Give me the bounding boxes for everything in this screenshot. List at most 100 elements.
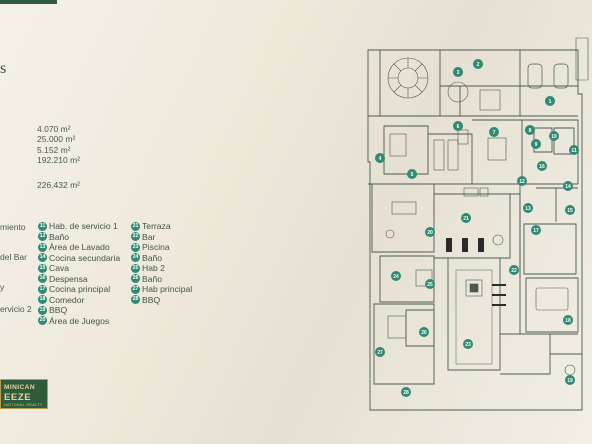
svg-text:16: 16 bbox=[539, 164, 545, 170]
floor-plan: 1 2 3 4 5 6 7 8 9 10 11 12 13 14 15 16 1… bbox=[367, 37, 589, 411]
svg-text:17: 17 bbox=[533, 228, 539, 234]
legend-label: Hab principal bbox=[142, 284, 193, 295]
plan-marker: 6 bbox=[453, 121, 463, 131]
svg-text:9: 9 bbox=[535, 142, 538, 148]
svg-text:18: 18 bbox=[565, 318, 571, 324]
svg-text:5: 5 bbox=[411, 172, 414, 178]
number-badge: 22 bbox=[131, 232, 140, 242]
number-badge: 14 bbox=[38, 253, 47, 263]
svg-text:11: 11 bbox=[571, 148, 577, 154]
logo-line-3: NATIONAL REALTY bbox=[4, 403, 43, 407]
legend-cut-label: ervicio 2 bbox=[0, 304, 32, 314]
number-badge: 28 bbox=[131, 295, 140, 305]
legend-label: Área de Lavado bbox=[49, 242, 110, 253]
legend-label: Comedor bbox=[49, 294, 85, 305]
plan-marker: 25 bbox=[425, 279, 435, 289]
svg-text:27: 27 bbox=[377, 350, 383, 356]
svg-text:21: 21 bbox=[463, 216, 469, 222]
area-total: 226.432 m² bbox=[37, 179, 80, 190]
legend-label: BBQ bbox=[142, 294, 161, 305]
plan-marker: 2 bbox=[473, 59, 483, 69]
plan-marker: 7 bbox=[489, 127, 499, 137]
legend-label: Baño bbox=[142, 252, 163, 263]
number-badge: 16 bbox=[38, 274, 47, 284]
legend-label: BBQ bbox=[49, 305, 68, 316]
number-badge: 26 bbox=[131, 274, 140, 284]
plan-marker: 9 bbox=[531, 139, 541, 149]
plan-marker: 22 bbox=[509, 265, 519, 275]
svg-text:24: 24 bbox=[393, 274, 399, 280]
svg-text:3: 3 bbox=[457, 70, 460, 76]
legend-label: Hab. de servicio 1 bbox=[49, 221, 118, 232]
area-value: 192.210 m² bbox=[37, 155, 80, 166]
legend-label: Baño bbox=[49, 231, 70, 242]
svg-text:2: 2 bbox=[477, 62, 480, 68]
svg-text:25: 25 bbox=[427, 282, 433, 288]
svg-text:20: 20 bbox=[427, 230, 433, 236]
svg-text:23: 23 bbox=[465, 342, 471, 348]
section-heading-partial: s bbox=[0, 60, 7, 77]
plan-marker: 14 bbox=[563, 181, 573, 191]
number-badge: 20 bbox=[38, 316, 47, 326]
number-badge: 25 bbox=[131, 263, 140, 273]
brand-bar bbox=[0, 0, 57, 4]
plan-marker: 3 bbox=[453, 67, 463, 77]
svg-text:26: 26 bbox=[421, 330, 427, 336]
number-badge: 21 bbox=[131, 221, 140, 231]
plan-marker: 1 bbox=[545, 96, 555, 106]
number-badge: 11 bbox=[38, 221, 47, 231]
plan-marker: 18 bbox=[563, 315, 573, 325]
plan-marker: 16 bbox=[537, 161, 547, 171]
plan-marker: 19 bbox=[565, 375, 575, 385]
number-badge: 24 bbox=[131, 253, 140, 263]
svg-text:1: 1 bbox=[549, 99, 552, 105]
number-badge: 13 bbox=[38, 242, 47, 252]
brand-logo: MINICAN EEZE NATIONAL REALTY bbox=[0, 379, 48, 409]
plan-marker: 26 bbox=[419, 327, 429, 337]
number-badge: 12 bbox=[38, 232, 47, 242]
legend-label: Cava bbox=[49, 263, 70, 274]
legend-label: Piscina bbox=[142, 242, 170, 253]
logo-line-2: EEZE bbox=[4, 392, 32, 403]
svg-text:12: 12 bbox=[519, 179, 525, 185]
legend-label: Hab 2 bbox=[142, 263, 165, 274]
plan-marker: 11 bbox=[569, 145, 579, 155]
area-list: 4.070 m² 25.000 m² 5.152 m² 192.210 m² 2… bbox=[37, 124, 80, 190]
legend-label: Bar bbox=[142, 231, 156, 242]
svg-text:28: 28 bbox=[403, 390, 409, 396]
plan-marker: 5 bbox=[407, 169, 417, 179]
logo-line-1: MINICAN bbox=[4, 384, 36, 391]
number-badge: 17 bbox=[38, 284, 47, 294]
plan-marker: 23 bbox=[463, 339, 473, 349]
area-value: 4.070 m² bbox=[37, 124, 71, 134]
number-badge: 19 bbox=[38, 305, 47, 315]
legend-label: Terraza bbox=[142, 221, 171, 232]
number-badge: 18 bbox=[38, 295, 47, 305]
plan-marker: 20 bbox=[425, 227, 435, 237]
svg-text:15: 15 bbox=[567, 208, 573, 214]
number-badge: 15 bbox=[38, 263, 47, 273]
legend-label: Área de Juegos bbox=[49, 315, 110, 326]
plan-marker: 24 bbox=[391, 271, 401, 281]
legend-label: Baño bbox=[142, 273, 163, 284]
plan-marker: 21 bbox=[461, 213, 471, 223]
area-value: 25.000 m² bbox=[37, 134, 76, 145]
